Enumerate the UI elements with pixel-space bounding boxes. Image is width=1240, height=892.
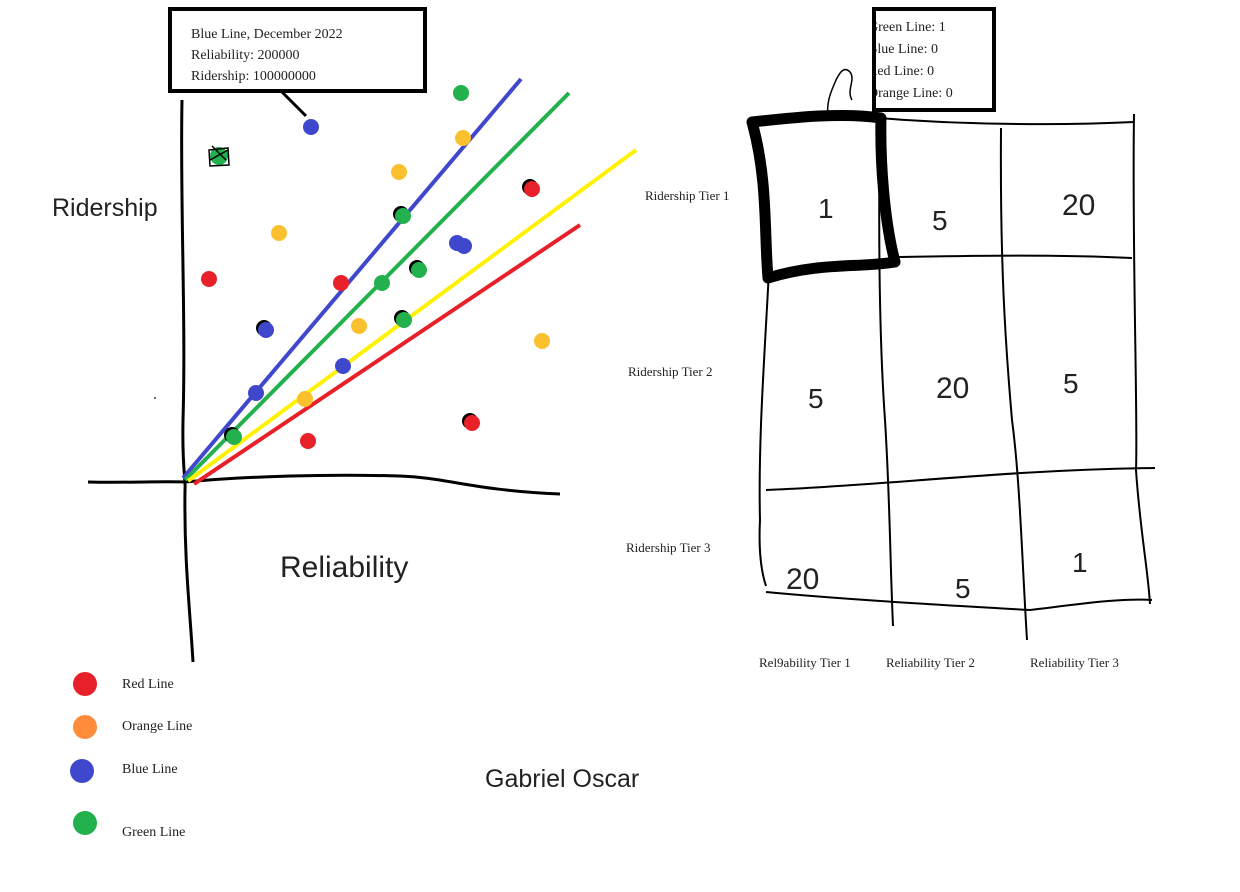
- legend-item-orange: Orange Line: [73, 715, 192, 739]
- cell-r2-c2: 20: [936, 372, 969, 405]
- point-green-line[interactable]: [226, 429, 242, 445]
- x-axis-label: Reliability: [280, 551, 408, 584]
- scribble-mark: [208, 145, 230, 167]
- legend-item-blue: Blue Line: [70, 759, 178, 783]
- point-orange-line[interactable]: [297, 391, 313, 407]
- grid-top-line: [879, 117, 1135, 126]
- row-label-2: Ridership Tier 2: [628, 364, 713, 379]
- point-green-line[interactable]: [395, 208, 411, 224]
- svg-text:Orange Line: Orange Line: [122, 719, 192, 734]
- y-axis-label: Ridership: [52, 194, 158, 222]
- cell-r2-c1: 5: [808, 383, 824, 414]
- y-axis: [180, 99, 195, 663]
- svg-text:Red Line: Red Line: [122, 677, 174, 692]
- point-green-line[interactable]: [374, 275, 390, 291]
- row-label-3: Ridership Tier 3: [626, 540, 711, 555]
- legend-item-red: Red Line: [73, 672, 174, 696]
- point-blue-line[interactable]: [456, 238, 472, 254]
- point-orange-line[interactable]: [534, 333, 550, 349]
- cell-r3-c2: 5: [955, 573, 971, 604]
- grid-bottom-line: [765, 591, 1153, 612]
- grid-tooltip-line-4: Orange Line: 0: [868, 86, 953, 101]
- tooltip-line-1: Blue Line, December 2022: [191, 27, 343, 42]
- tooltip-line-2: Reliability: 200000: [191, 48, 300, 63]
- highlighted-cell: [746, 109, 901, 284]
- legend-item-green: Green Line: [73, 811, 185, 840]
- legend: Red Line Orange Line Blue Line Green Lin…: [70, 672, 192, 840]
- col-label-1: Rel9ability Tier 1: [759, 655, 851, 670]
- cell-r3-c3: 1: [1072, 547, 1088, 578]
- tooltip-line-3: Ridership: 100000000: [191, 69, 316, 84]
- row-label-1: Ridership Tier 1: [645, 188, 730, 203]
- x-axis: [87, 473, 561, 496]
- cell-r2-c3: 5: [1063, 368, 1079, 399]
- point-green-line[interactable]: [411, 262, 427, 278]
- tooltip-squiggle: [826, 68, 853, 119]
- grid-tooltip-line-2: Blue Line: 0: [868, 42, 938, 57]
- point-red-line[interactable]: [201, 271, 217, 287]
- point-orange-line[interactable]: [391, 164, 407, 180]
- point-red-line[interactable]: [300, 433, 316, 449]
- point-red-line[interactable]: [464, 415, 480, 431]
- point-orange-line[interactable]: [455, 130, 471, 146]
- cell-r1-c2: 5: [932, 205, 948, 236]
- grid-col-line-2: [999, 127, 1028, 641]
- point-red-line[interactable]: [524, 181, 540, 197]
- grid-left-line: [758, 269, 770, 587]
- point-blue-line[interactable]: [248, 385, 264, 401]
- point-blue-line[interactable]: [303, 119, 319, 135]
- cell-r1-c1: 1: [818, 193, 834, 224]
- point-red-line[interactable]: [333, 275, 349, 291]
- point-blue-line[interactable]: [258, 322, 274, 338]
- grid-row-line-1: [894, 254, 1133, 259]
- col-label-2: Reliability Tier 2: [886, 655, 975, 670]
- svg-text:Green Line: Green Line: [122, 825, 185, 840]
- svg-text:Blue Line: Blue Line: [122, 762, 178, 777]
- tier-grid: Ridership Tier 1 Ridership Tier 2 Riders…: [626, 7, 1156, 670]
- scatter-chart: Blue Line, December 2022 Reliability: 20…: [52, 7, 638, 663]
- author-name: Gabriel Oscar: [485, 765, 639, 793]
- trend-line-red: [192, 223, 582, 486]
- scatter-tooltip: Blue Line, December 2022 Reliability: 20…: [168, 7, 427, 93]
- grid-tooltip-line-1: Green Line: 1: [868, 20, 946, 35]
- grid-row-line-2: [765, 467, 1156, 491]
- point-green-line[interactable]: [453, 85, 469, 101]
- point-orange-line[interactable]: [271, 225, 287, 241]
- scatter-points: [201, 85, 550, 449]
- trend-line-yellow: [186, 148, 638, 483]
- grid-right-line: [1132, 113, 1151, 605]
- point-blue-line[interactable]: [335, 358, 351, 374]
- cell-r1-c3: 20: [1062, 189, 1095, 222]
- col-label-3: Reliability Tier 3: [1030, 655, 1119, 670]
- point-green-line[interactable]: [396, 312, 412, 328]
- cell-r3-c1: 20: [786, 563, 819, 596]
- grid-tooltip-line-3: Red Line: 0: [868, 64, 934, 79]
- grid-tooltip: Green Line: 1 Blue Line: 0 Red Line: 0 O…: [868, 7, 996, 112]
- stray-dot: [154, 397, 156, 399]
- tooltip-pointer: [278, 88, 308, 118]
- grid-col-line-1: [878, 117, 894, 627]
- point-orange-line[interactable]: [351, 318, 367, 334]
